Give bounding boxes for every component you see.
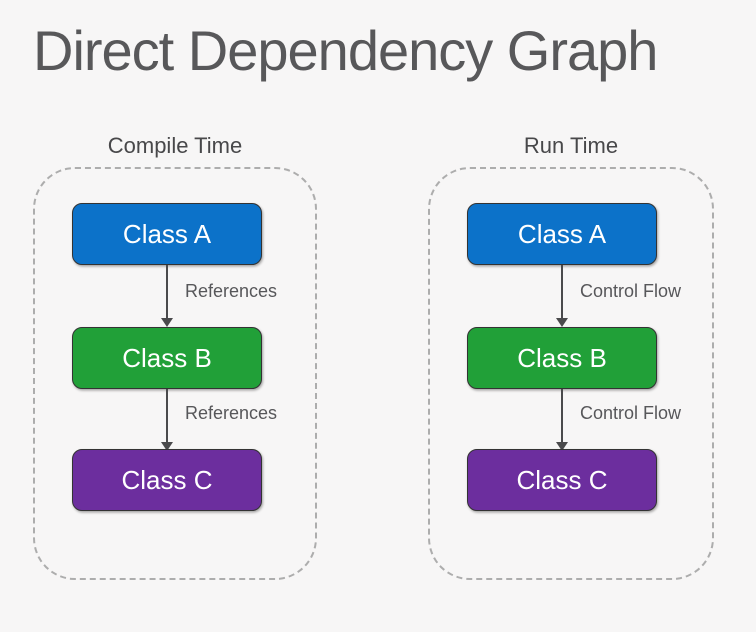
node-class-a-label: Class A <box>517 218 607 249</box>
arrow-a-to-b <box>166 265 168 319</box>
node-class-b-label: Class B <box>517 342 607 373</box>
panel-title-compile-time: Compile Time <box>107 133 243 158</box>
arrow-a-to-b-head-icon <box>556 318 568 327</box>
edge-label-control-flow-1: Control Flow <box>580 281 682 301</box>
node-class-c-label: Class C <box>516 464 608 495</box>
node-class-a: Class A <box>467 203 657 265</box>
arrow-b-to-c <box>166 389 168 443</box>
node-class-b: Class B <box>72 327 262 389</box>
node-class-c: Class C <box>467 449 657 511</box>
arrow-a-to-b <box>561 265 563 319</box>
edge-label-references-1: References <box>185 281 278 301</box>
panel-compile-time: Class A References Class B References Cl… <box>33 167 317 580</box>
arrow-b-to-c-head-icon <box>161 442 173 451</box>
diagram-title: Direct Dependency Graph <box>33 19 658 82</box>
node-class-b-label: Class B <box>122 342 212 373</box>
panel-run-time: Class A Control Flow Class B Control Flo… <box>428 167 714 580</box>
node-class-a-label: Class A <box>122 218 212 249</box>
arrow-b-to-c <box>561 389 563 443</box>
edge-label-references-2: References <box>185 403 278 423</box>
panel-title-run-time: Run Time <box>523 133 619 158</box>
arrow-b-to-c-head-icon <box>556 442 568 451</box>
node-class-a: Class A <box>72 203 262 265</box>
edge-label-control-flow-2: Control Flow <box>580 403 682 423</box>
node-class-c: Class C <box>72 449 262 511</box>
node-class-b: Class B <box>467 327 657 389</box>
arrow-a-to-b-head-icon <box>161 318 173 327</box>
node-class-c-label: Class C <box>121 464 213 495</box>
